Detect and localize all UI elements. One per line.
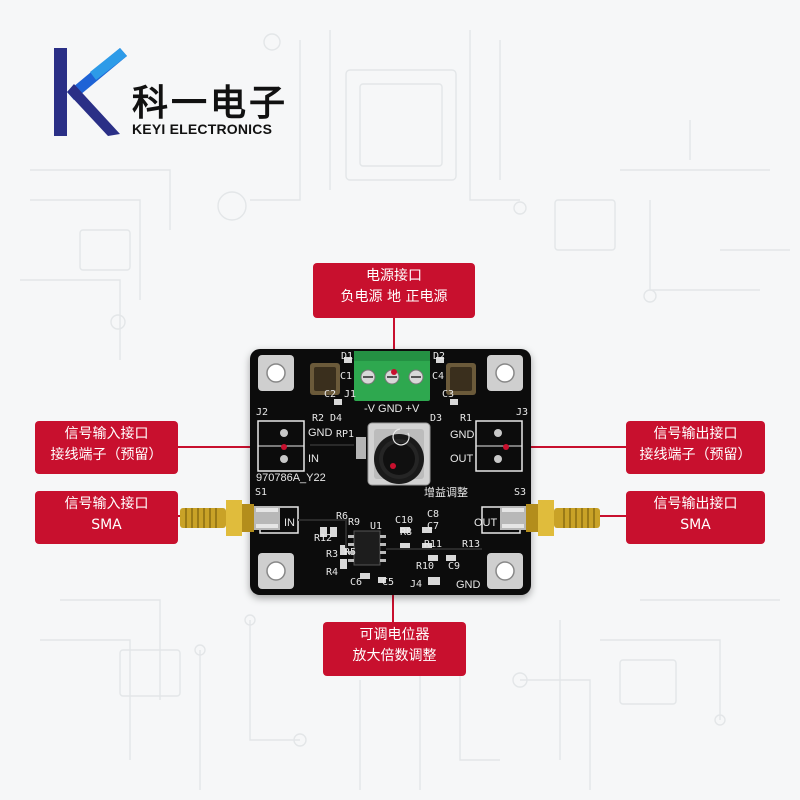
power-callout-leader bbox=[393, 318, 395, 372]
silk-s1: S1 bbox=[255, 487, 268, 498]
silk-c3: C3 bbox=[442, 389, 455, 400]
input-in-label: IN bbox=[308, 453, 319, 465]
output-terminal-callout-line1: 信号输出接口 bbox=[653, 426, 738, 442]
input-terminal-callout: 信号输入接口 接线端子（预留） bbox=[35, 421, 178, 474]
output-sma-leader bbox=[575, 515, 626, 517]
silk-c9: C9 bbox=[448, 561, 461, 572]
op-amp-chip bbox=[348, 530, 386, 566]
silk-r2: R2 bbox=[312, 413, 325, 424]
silk-r13: R13 bbox=[462, 539, 481, 550]
silk-r5: R5 bbox=[344, 547, 357, 558]
output-terminal-leader bbox=[506, 446, 626, 448]
silk-c6: C6 bbox=[350, 577, 363, 588]
silk-j2: J2 bbox=[256, 407, 269, 418]
silk-r10: R10 bbox=[416, 561, 435, 572]
power-callout-line1: 电源接口 bbox=[366, 268, 422, 284]
output-sma-connector bbox=[500, 500, 600, 536]
input-gnd-label: GND bbox=[308, 427, 333, 439]
silk-c8: C8 bbox=[427, 509, 440, 520]
input-terminal-leader bbox=[178, 446, 284, 448]
brand-name-english: KEYI ELECTRONICS bbox=[132, 121, 273, 137]
brand-name-chinese: 科一电子 bbox=[132, 83, 289, 124]
output-terminal-callout-line2: 接线端子（预留） bbox=[639, 447, 752, 463]
sma-in-label: IN bbox=[284, 517, 295, 529]
silk-j1: J1 bbox=[344, 389, 357, 400]
silk-d2: D2 bbox=[433, 351, 446, 362]
silk-u1: U1 bbox=[370, 521, 383, 532]
silk-c4: C4 bbox=[432, 371, 445, 382]
output-gnd-label: GND bbox=[450, 429, 475, 441]
silk-c5: C5 bbox=[382, 577, 395, 588]
potentiometer-callout-line1: 可调电位器 bbox=[359, 627, 430, 643]
input-terminal-callout-line2: 接线端子（预留） bbox=[50, 447, 163, 463]
output-terminal-pads bbox=[475, 420, 523, 472]
silk-c2: C2 bbox=[324, 389, 337, 400]
output-sma-callout-line2: SMA bbox=[680, 517, 711, 533]
input-terminal-callout-line1: 信号输入接口 bbox=[64, 426, 149, 442]
output-sma-callout: 信号输出接口 SMA bbox=[626, 491, 765, 544]
input-sma-connector bbox=[180, 500, 280, 536]
silk-d4: D4 bbox=[330, 413, 343, 424]
silk-r12: R12 bbox=[314, 533, 333, 544]
silk-c10: C10 bbox=[395, 515, 414, 526]
pcb-artwork bbox=[257, 351, 523, 589]
silk-c7: C7 bbox=[427, 521, 440, 532]
silk-r3: R3 bbox=[326, 549, 339, 560]
power-terminal-labels: -V GND +V bbox=[364, 403, 420, 415]
j4-gnd-label: GND bbox=[456, 579, 481, 591]
mounting-holes bbox=[258, 355, 523, 589]
silk-j4: J4 bbox=[410, 579, 423, 590]
silk-s3: S3 bbox=[514, 487, 527, 498]
output-terminal-callout: 信号输出接口 接线端子（预留） bbox=[626, 421, 765, 474]
input-sma-callout: 信号输入接口 SMA bbox=[35, 491, 178, 544]
potentiometer bbox=[356, 422, 431, 486]
power-terminal-block bbox=[354, 351, 430, 401]
silk-r1: R1 bbox=[460, 413, 473, 424]
silk-d3: D3 bbox=[430, 413, 443, 424]
sma-out-label: OUT bbox=[474, 517, 498, 529]
input-terminal-pads bbox=[257, 420, 305, 472]
gain-adjust-label: 增益调整 bbox=[424, 487, 468, 499]
silk-r6: R6 bbox=[336, 511, 349, 522]
silk-r4: R4 bbox=[326, 567, 339, 578]
output-sma-callout-line1: 信号输出接口 bbox=[653, 496, 738, 512]
silk-r9: R9 bbox=[348, 517, 361, 528]
power-callout-line2: 负电源 地 正电源 bbox=[340, 289, 448, 305]
output-out-label: OUT bbox=[450, 453, 474, 465]
amplifier-pcb-board: D1 D2 C1 C4 C2 J1 C3 R2 D4 D3 R1 -V GND … bbox=[250, 349, 531, 595]
power-interface-callout: 电源接口 负电源 地 正电源 bbox=[313, 263, 475, 318]
silk-c1: C1 bbox=[340, 371, 353, 382]
input-sma-callout-line1: 信号输入接口 bbox=[64, 496, 149, 512]
board-model-label: 970786A_Y22 bbox=[256, 472, 326, 484]
silk-rp1: RP1 bbox=[336, 429, 355, 440]
potentiometer-callout-line2: 放大倍数调整 bbox=[352, 648, 437, 664]
silk-j3: J3 bbox=[516, 407, 529, 418]
silk-d1: D1 bbox=[341, 351, 354, 362]
keyi-logo-icon bbox=[54, 48, 127, 136]
input-sma-callout-line2: SMA bbox=[91, 517, 122, 533]
silk-r8: R8 bbox=[400, 527, 413, 538]
silk-r11: R11 bbox=[424, 539, 443, 550]
potentiometer-callout: 可调电位器 放大倍数调整 bbox=[323, 622, 466, 676]
